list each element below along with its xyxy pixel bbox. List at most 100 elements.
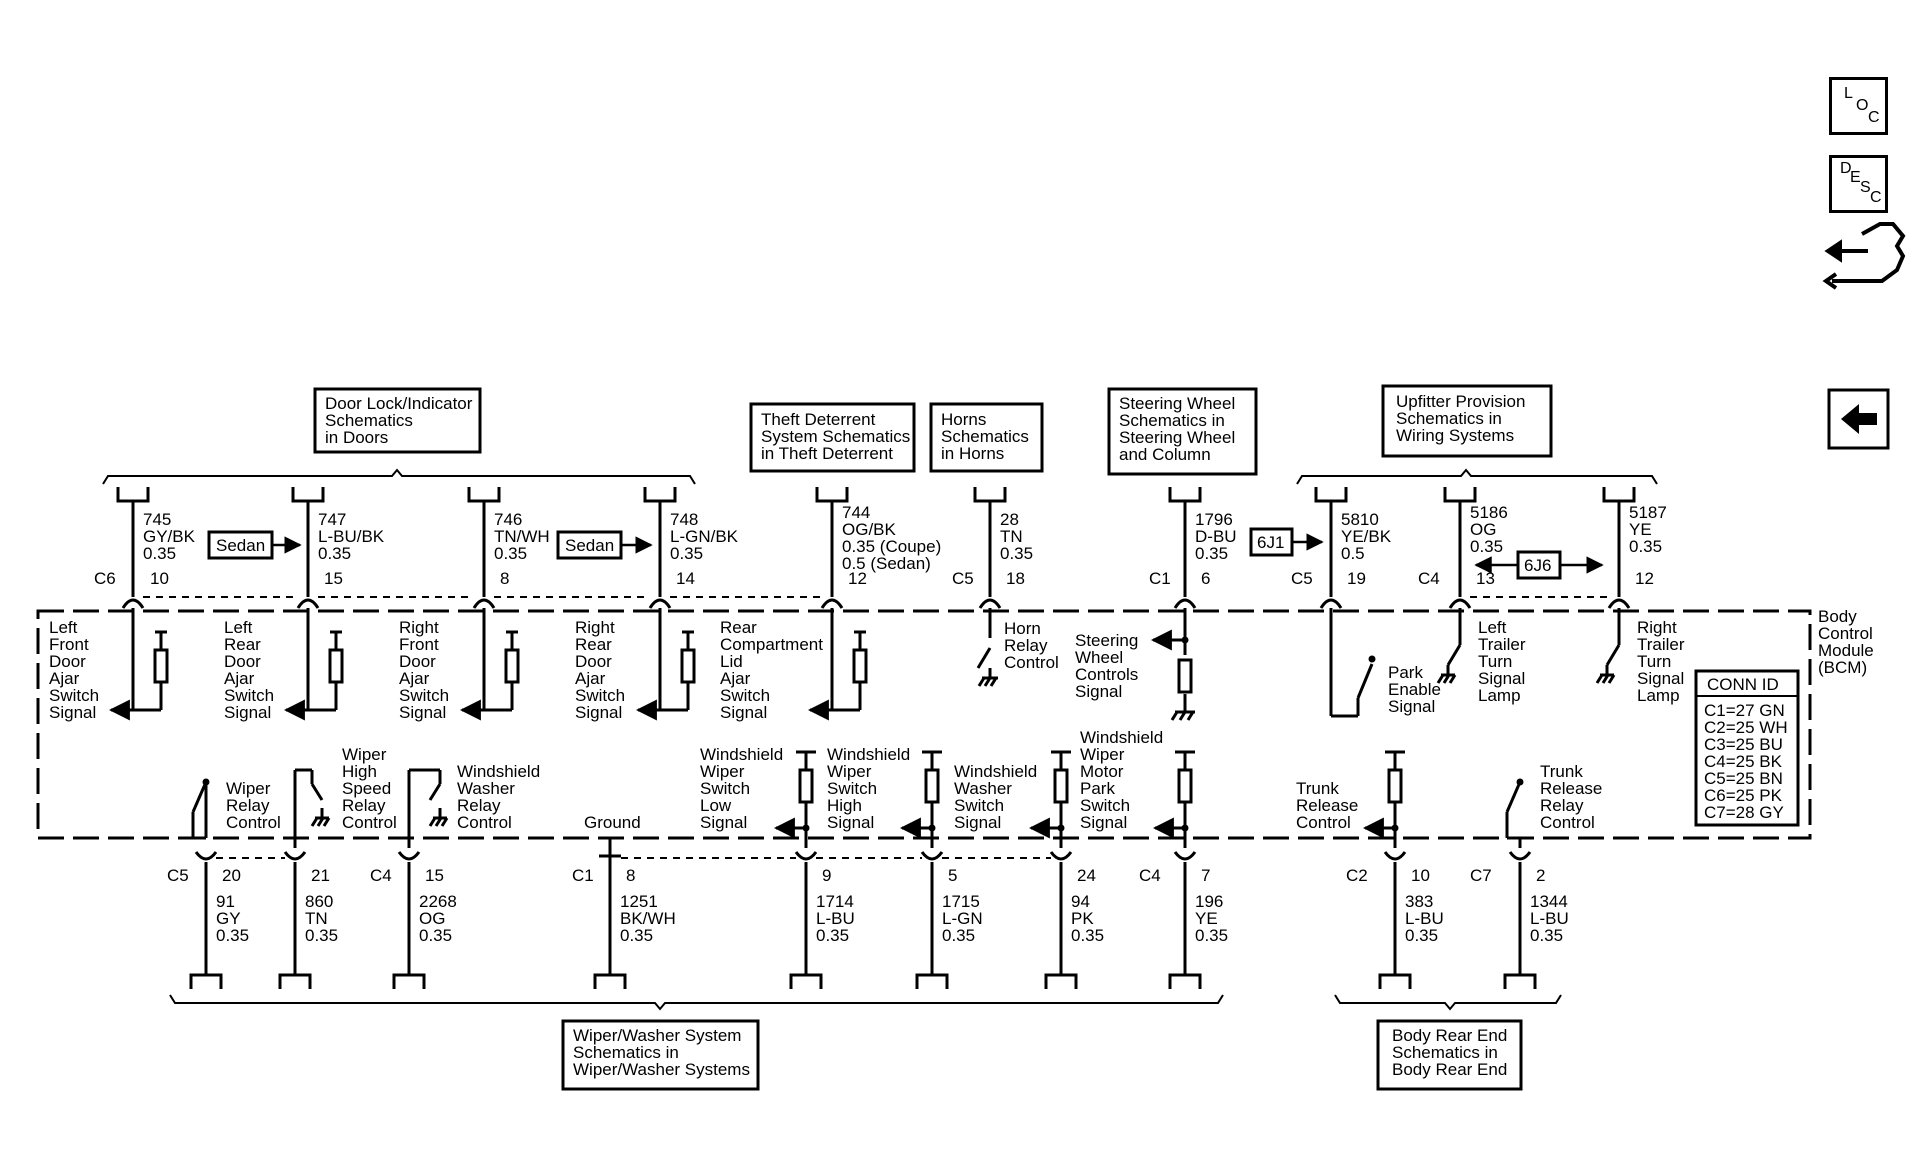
trailer-lamp-switches [1436, 608, 1621, 684]
connector-c5-label: C5 [952, 569, 974, 588]
ground-label: Ground [584, 813, 641, 832]
option-6j1-tag[interactable]: 6J1 [1249, 527, 1324, 557]
pin-label: 13 [1476, 569, 1495, 588]
svg-text:Trailer: Trailer [1637, 635, 1685, 654]
svg-text:Signal: Signal [1080, 813, 1127, 832]
park-enable-circuit [1329, 608, 1374, 718]
pin-label: 9 [822, 866, 831, 885]
horns-reference-box[interactable]: Horns Schematics in Horns [929, 402, 1044, 473]
wire-28-size: 0.35 [1000, 544, 1033, 563]
steering-wheel-reference-box[interactable]: Steering Wheel Schematics in Steering Wh… [1107, 387, 1258, 476]
connector-c4-label: C4 [370, 866, 392, 885]
wire-1251-circuit: 1251 [620, 892, 658, 911]
top-wire-5186: 5186 OG 0.35 C4 13 [1418, 503, 1508, 588]
description-button[interactable]: D E S C [1829, 155, 1888, 213]
svg-text:Switch: Switch [827, 779, 877, 798]
upfitter-reference-box[interactable]: Upfitter Provision Schematics in Wiring … [1381, 384, 1553, 458]
left-arrow-icon [1841, 404, 1877, 434]
right-trailer-lamp-label: Right Trailer Turn Signal Lamp [1637, 618, 1685, 705]
bottom-wire-860: 21 860 TN 0.35 [305, 866, 338, 945]
svg-text:Signal: Signal [399, 703, 446, 722]
top-wire-748: 748 L-GN/BK 0.35 14 [670, 510, 739, 588]
wire-1714-size: 0.35 [816, 926, 849, 945]
conn-id-row: C1=27 GN [1704, 701, 1785, 720]
horn-relay-label: Horn Relay Control [1004, 619, 1059, 672]
svg-text:Signal: Signal [720, 703, 767, 722]
pin-label: 2 [1536, 866, 1545, 885]
svg-text:Ajar: Ajar [224, 669, 255, 688]
option-6j6-tag[interactable]: 6J6 [1474, 550, 1604, 580]
svg-text:Controls: Controls [1075, 665, 1138, 684]
park-enable-label: Park Enable Signal [1388, 663, 1441, 716]
svg-text:Windshield: Windshield [954, 762, 1037, 781]
wiper-low-signal-label: Windshield Wiper Switch Low Signal [700, 745, 783, 832]
wire-94-size: 0.35 [1071, 926, 1104, 945]
svg-text:Wiper: Wiper [342, 745, 387, 764]
upfitter-brace [1296, 468, 1658, 485]
sedan-tag-1[interactable]: Sedan [207, 530, 302, 560]
wire-5187-size: 0.35 [1629, 537, 1662, 556]
svg-text:Switch: Switch [399, 686, 449, 705]
bottom-wire-2268: C4 15 2268 OG 0.35 [370, 866, 457, 945]
back-arrow-button[interactable] [1827, 388, 1890, 450]
steering-ref-line1: Steering Wheel [1119, 394, 1235, 413]
connector-c5-label: C5 [1291, 569, 1313, 588]
svg-text:Release: Release [1540, 779, 1602, 798]
upfitter-ref-line3: Wiring Systems [1396, 426, 1514, 445]
loc-letter-l: L [1844, 85, 1853, 102]
door-ajar-circuits [108, 608, 866, 721]
steering-ref-line3: Steering Wheel [1119, 428, 1235, 447]
top-wire-5810: 5810 YE/BK 0.5 C5 19 [1291, 510, 1392, 588]
svg-text:Switch: Switch [1080, 796, 1130, 815]
svg-text:Wheel: Wheel [1075, 648, 1123, 667]
pin-label: 8 [500, 569, 509, 588]
bottom-wire-1344: C7 2 1344 L-BU 0.35 [1470, 866, 1569, 945]
svg-text:Right: Right [575, 618, 615, 637]
connector-c4-label: C4 [1139, 866, 1161, 885]
wire-91-color: GY [216, 909, 241, 928]
horn-relay-switch [976, 608, 998, 687]
location-button[interactable]: L O C [1829, 77, 1888, 135]
wiper-relay-switch [191, 781, 208, 840]
option-6j6-label: 6J6 [1524, 556, 1551, 575]
svg-text:Signal: Signal [224, 703, 271, 722]
svg-text:Signal: Signal [1388, 697, 1435, 716]
wiper-washer-reference-box[interactable]: Wiper/Washer System Schematics in Wiper/… [561, 1019, 760, 1091]
svg-text:Park: Park [1080, 779, 1115, 798]
svg-text:Wiper: Wiper [827, 762, 872, 781]
bottom-wire-91: C5 20 91 GY 0.35 [167, 866, 249, 945]
conn-id-table: CONN ID C1=27 GN C2=25 WH C3=25 BU C4=25… [1694, 669, 1800, 827]
rear-end-reference-box[interactable]: Body Rear End Schematics in Body Rear En… [1376, 1019, 1523, 1091]
wire-1715-size: 0.35 [942, 926, 975, 945]
door-lock-reference-box[interactable]: Door Lock/Indicator Schematics in Doors [313, 387, 482, 454]
svg-text:Relay: Relay [1540, 796, 1584, 815]
sedan-tag-2[interactable]: Sedan [556, 530, 653, 560]
bottom-wire-383: C2 10 383 L-BU 0.35 [1346, 866, 1444, 945]
wire-745-color: GY/BK [143, 527, 196, 546]
top-wire-744: 744 OG/BK 0.35 (Coupe) 0.5 (Sedan) 12 [842, 503, 941, 588]
desc-letter-e: E [1850, 169, 1861, 186]
bottom-wire-lines [204, 862, 1522, 975]
svg-text:Switch: Switch [954, 796, 1004, 815]
svg-text:Trailer: Trailer [1478, 635, 1526, 654]
washer-relay-switch [407, 768, 449, 848]
theft-deterrent-reference-box[interactable]: Theft Deterrent System Schematics in The… [749, 402, 916, 473]
svg-text:Relay: Relay [226, 796, 270, 815]
svg-text:Park: Park [1388, 663, 1423, 682]
pin-label: 6 [1201, 569, 1210, 588]
wire-860-color: TN [305, 909, 328, 928]
wire-383-color: L-BU [1405, 909, 1444, 928]
connector-end-view-icon[interactable] [1822, 222, 1906, 290]
wire-94-color: PK [1071, 909, 1094, 928]
connector-c2-label: C2 [1346, 866, 1368, 885]
top-wire-28: 28 TN 0.35 C5 18 [952, 510, 1033, 588]
wire-748-size: 0.35 [670, 544, 703, 563]
svg-text:Switch: Switch [49, 686, 99, 705]
wire-5810-color: YE/BK [1341, 527, 1392, 546]
svg-text:Enable: Enable [1388, 680, 1441, 699]
wire-860-size: 0.35 [305, 926, 338, 945]
pin-label: 10 [1411, 866, 1430, 885]
wire-2268-color: OG [419, 909, 445, 928]
